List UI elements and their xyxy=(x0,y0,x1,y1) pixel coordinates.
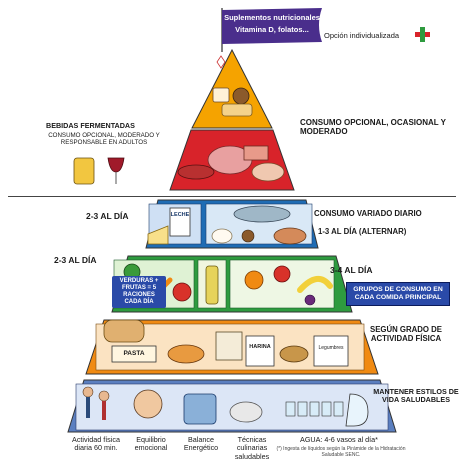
flour-bag-icon xyxy=(245,335,275,367)
walker-head-icon xyxy=(82,386,94,398)
rice-icon xyxy=(215,331,243,361)
candy-icon xyxy=(216,55,226,69)
caption-energy-balance: Balance Energético xyxy=(183,435,219,453)
olive-oil-icon xyxy=(205,265,219,305)
fish-icon xyxy=(233,205,291,223)
bacon-icon xyxy=(251,162,285,182)
wine-glass-icon xyxy=(107,157,125,173)
caption-emotional-balance: Equilibrio emocional xyxy=(134,435,168,453)
snack-icon xyxy=(221,103,253,117)
walker2-head-icon xyxy=(98,390,110,402)
potatoes-icon xyxy=(167,344,205,364)
pasta-label: PASTA xyxy=(123,350,145,357)
scale-icon xyxy=(183,393,217,425)
optional-consumption-label: CONSUMO OPCIONAL, OCASIONAL Y MODERADO xyxy=(300,118,446,137)
beer-mug-icon xyxy=(73,157,95,185)
banana-icon xyxy=(297,276,333,293)
dairy-frequency: 2-3 AL DÍA xyxy=(86,211,129,221)
fruit-frequency: 2-3 AL DÍA xyxy=(54,255,97,265)
milk-carton-icon xyxy=(169,207,191,237)
fermented-sub: CONSUMO OPCIONAL, MODERADO Y RESPONSABLE… xyxy=(48,132,160,147)
brain-head-icon xyxy=(133,389,163,419)
flag-line-1: Suplementos nutricionales xyxy=(224,13,320,22)
cheese-icon xyxy=(147,225,169,245)
orange-icon xyxy=(244,270,264,290)
caption-cooking-techniques: Técnicas culinarias saludables xyxy=(234,435,270,461)
supplements-flag xyxy=(222,8,322,44)
option-label: Opción individualizada xyxy=(324,31,400,40)
cold-cut-icon xyxy=(243,145,269,161)
water-label: AGUA: 4-6 vasos al día* xyxy=(300,435,378,444)
milk-label: LECHE xyxy=(170,212,190,218)
veg-fruit-callout: VERDURAS + FRUTAS = 5 RACIONES CADA DÍA xyxy=(112,276,166,308)
tomato-icon xyxy=(172,282,192,302)
bread-icon xyxy=(103,319,145,343)
oil-frequency: 3-4 AL DÍA xyxy=(330,265,373,275)
water-jug-icon xyxy=(345,393,369,427)
nuts-icon xyxy=(241,229,255,243)
sweets-icon xyxy=(212,87,230,103)
chicken-icon xyxy=(273,227,307,245)
varied-consumption-label: CONSUMO VARIADO DIARIO xyxy=(314,209,422,218)
fermented-title: BEBIDAS FERMENTADAS xyxy=(46,121,135,130)
legumes-icon xyxy=(279,345,309,363)
egg-icon xyxy=(211,228,233,244)
sausage-icon xyxy=(177,164,215,180)
flag-line-2: Vitamina D, folatos... xyxy=(235,25,309,34)
consumption-group-box: GRUPOS DE CONSUMO EN CADA COMIDA PRINCIP… xyxy=(346,282,450,306)
activity-label: SEGÚN GRADO DE ACTIVIDAD FÍSICA xyxy=(370,325,442,343)
chocolate-icon xyxy=(232,87,250,105)
plus-symbol-icon xyxy=(415,27,430,42)
separator-line xyxy=(8,196,456,197)
steamer-icon xyxy=(229,401,263,423)
apple-icon xyxy=(273,265,291,283)
legumes-jar-icon xyxy=(313,335,349,367)
varied-frequency: 1-3 AL DÍA (ALTERNAR) xyxy=(318,227,407,236)
pasta-pack-icon xyxy=(111,345,157,363)
water-glasses-icon xyxy=(285,401,344,417)
legumes-label: Legumbres xyxy=(318,345,344,351)
flour-label: HARINA xyxy=(249,344,271,350)
caption-physical-activity: Actividad física diaria 60 min. xyxy=(72,435,120,453)
grapes-icon xyxy=(304,294,316,306)
lifestyle-label: MANTENER ESTILOS DE VIDA SALUDABLES xyxy=(373,387,459,405)
water-footnote: (*) Ingesta de líquidos según la Pirámid… xyxy=(276,446,406,458)
